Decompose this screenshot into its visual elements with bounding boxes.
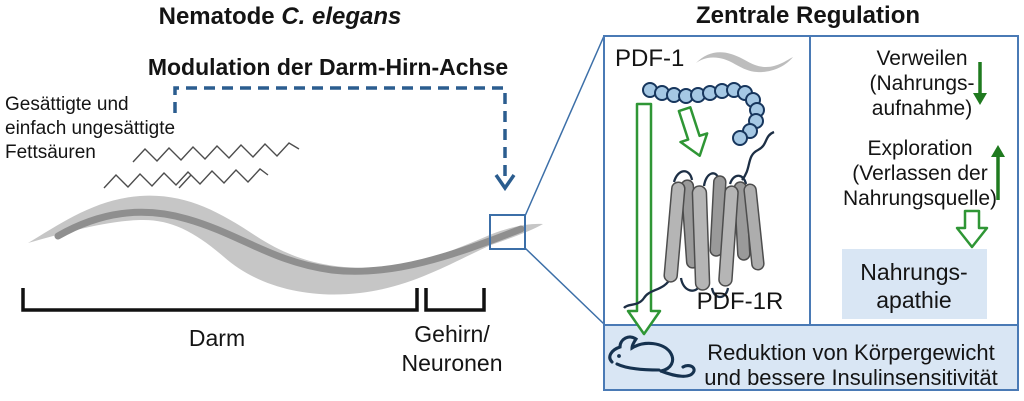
nematode-title: Nematode C. elegans <box>158 3 402 30</box>
fatty-acid-chain-saturated <box>132 142 300 163</box>
pdf1-peptide-chain <box>642 82 765 146</box>
apathie-label: Nahrungs- apathie <box>860 259 968 313</box>
darm-bracket <box>21 288 419 312</box>
fatty-acid-chain-unsaturated <box>103 168 269 189</box>
long-green-arrow <box>626 102 662 336</box>
pdf1r-receptor <box>623 130 775 309</box>
mouse-icon <box>608 335 696 378</box>
zoom-line-top <box>524 35 605 217</box>
pdf1r-label: PDF-1R <box>696 288 784 315</box>
modulation-title: Modulation der Darm-Hirn-Achse <box>147 54 509 80</box>
apathie-box <box>842 249 987 319</box>
species-italic: C. elegans <box>281 3 402 30</box>
small-worm <box>696 52 793 73</box>
double-bond <box>178 174 192 189</box>
fatty-acids-label: Gesättigte und einfach ungesättigte Fett… <box>5 94 176 163</box>
worm-gut-line <box>54 208 525 275</box>
gehirn-bracket <box>424 288 486 312</box>
verweilen-down-arrow <box>973 62 987 105</box>
gehirn-label: Gehirn/ Neuronen <box>401 321 503 376</box>
exploration-up-arrow <box>991 145 1005 200</box>
mouse-eye <box>617 354 621 358</box>
zoom-line-bottom <box>524 247 605 325</box>
verweilen-label: Verweilen (Nahrungs- aufnahme) <box>869 47 975 120</box>
dashed-arrow-head <box>494 174 516 192</box>
outcome-label: Reduktion von Körpergewicht und bessere … <box>704 340 998 390</box>
pdf1-label: PDF-1 <box>615 45 685 72</box>
zoom-box <box>489 214 526 250</box>
worm-body <box>28 195 543 295</box>
apathie-down-arrow <box>955 209 989 249</box>
zentrale-title: Zentrale Regulation <box>695 2 921 29</box>
darm-label: Darm <box>188 325 246 351</box>
exploration-label: Exploration (Verlassen der Nahrungsquell… <box>842 137 998 210</box>
gut-brain-dashed-arrow <box>173 86 507 177</box>
pdf1-release-arrow <box>677 106 709 158</box>
